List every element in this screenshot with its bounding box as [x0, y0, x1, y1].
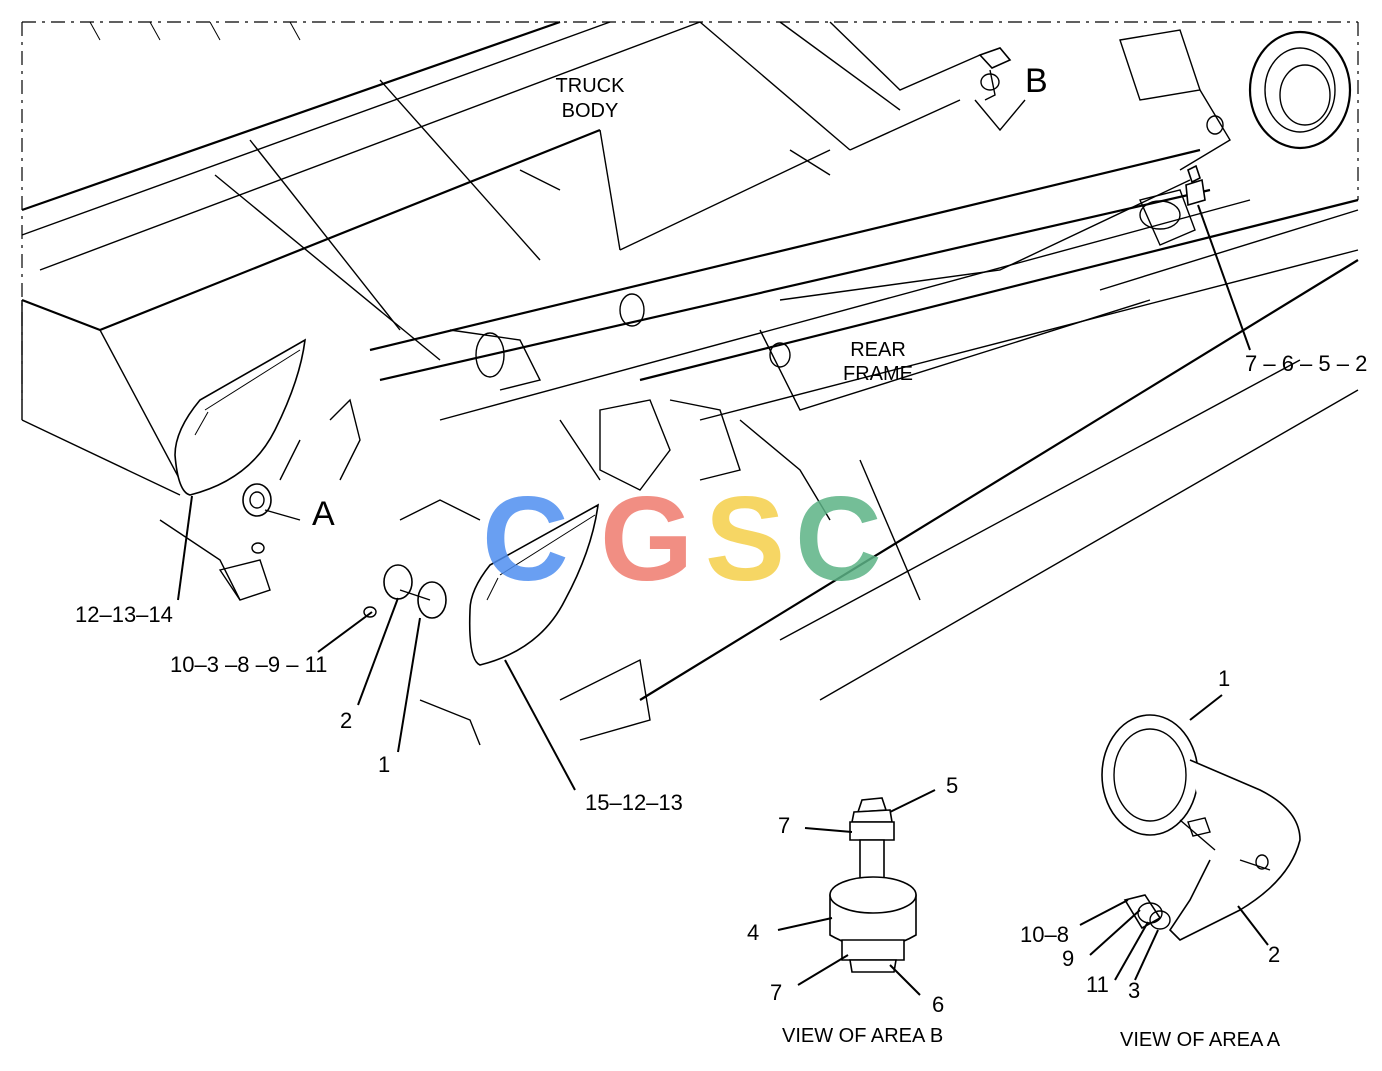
view-a-detail — [1079, 694, 1301, 981]
right-shield-plate — [468, 503, 600, 666]
view-a-callout-11: 11 — [1086, 972, 1109, 997]
callout-7-6-5-2: 7 – 6 – 5 – 2 — [1245, 351, 1367, 376]
callout-1: 1 — [378, 752, 390, 777]
watermark-letter-g: G — [600, 472, 693, 606]
area-a-marker: A — [312, 495, 335, 533]
grease-fitting-b — [974, 47, 1026, 132]
view-b-detail — [777, 789, 936, 996]
watermark-letter-c1: C — [482, 472, 569, 606]
view-b-callout-4: 4 — [747, 920, 759, 945]
rear-frame — [369, 148, 1359, 701]
view-a-callout-1: 1 — [1218, 666, 1230, 691]
view-b-callout-5: 5 — [946, 773, 958, 798]
view-a-callout-2: 2 — [1268, 942, 1280, 967]
view-b-callout-7-top: 7 — [778, 813, 790, 838]
view-b-caption: VIEW OF AREA B — [782, 1025, 943, 1047]
callout-2: 2 — [340, 708, 352, 733]
view-b-callout-6: 6 — [932, 992, 944, 1017]
hinge-assembly — [1119, 29, 1352, 246]
callout-12-13-14: 12–13–14 — [75, 602, 173, 627]
diagram-border — [21, 21, 1359, 400]
view-a-callout-3: 3 — [1128, 978, 1140, 1003]
callout-15-12-13: 15–12–13 — [585, 790, 683, 815]
hoist-linkage — [159, 329, 831, 746]
truck-body — [21, 20, 981, 496]
truck-body-label-line2: BODY — [562, 100, 619, 122]
watermark-letter-s: S — [705, 472, 785, 606]
pin-assembly-center — [363, 564, 447, 619]
pin-assembly-a — [242, 483, 301, 554]
callout-10-3-8-9-11: 10–3 –8 –9 – 11 — [170, 652, 327, 677]
grease-fitting-right — [1139, 164, 1206, 230]
rear-frame-label-line2: FRAME — [843, 363, 913, 385]
leader-lines — [177, 204, 1251, 791]
truck-body-label-line1: TRUCK — [556, 75, 626, 97]
view-a-caption: VIEW OF AREA A — [1120, 1029, 1281, 1051]
cgsc-watermark: C G S C — [482, 472, 882, 606]
view-b-callout-7-bottom: 7 — [770, 980, 782, 1005]
rear-frame-label-line1: REAR — [850, 339, 906, 361]
left-shield-plate — [174, 338, 306, 496]
area-b-marker: B — [1025, 62, 1048, 100]
view-a-callout-10-8: 10–8 — [1020, 922, 1069, 947]
watermark-letter-c2: C — [795, 472, 882, 606]
view-a-callout-9: 9 — [1062, 946, 1074, 971]
